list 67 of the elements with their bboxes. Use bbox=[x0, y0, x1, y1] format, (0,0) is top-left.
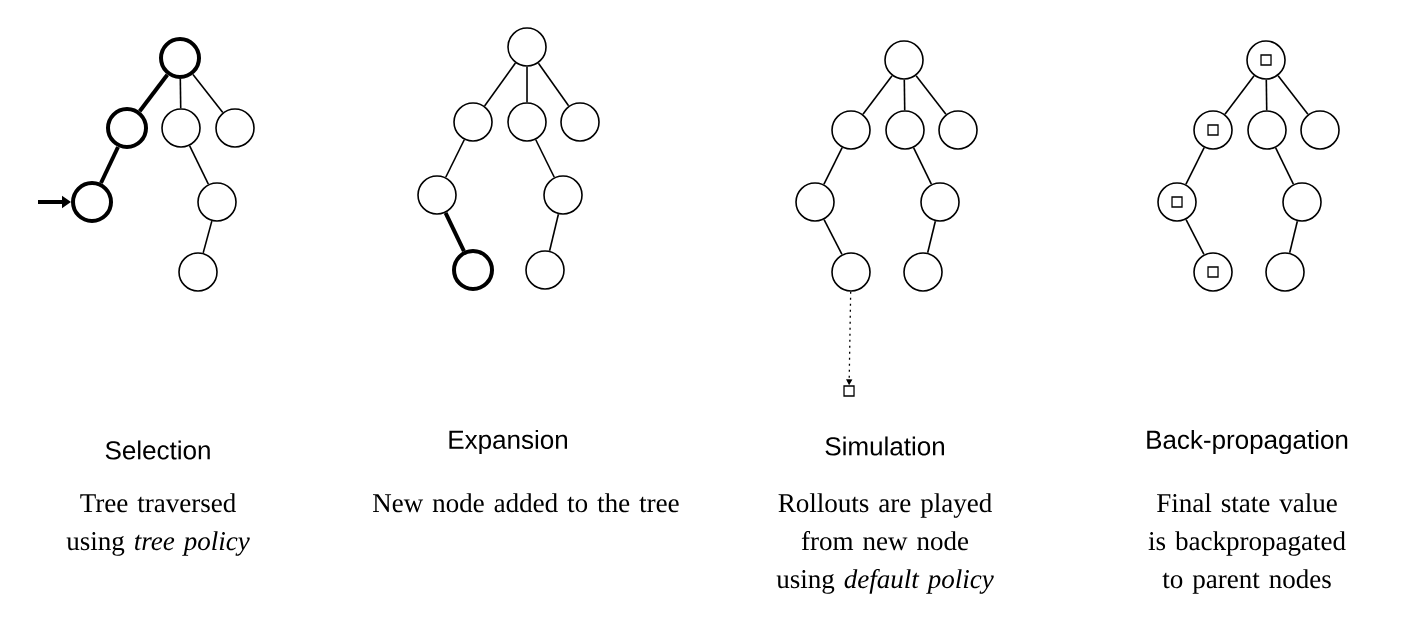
tree-node bbox=[903, 252, 943, 292]
tree-edge bbox=[1185, 146, 1205, 186]
tree-edge bbox=[823, 218, 843, 256]
tree-node bbox=[197, 182, 237, 222]
result-square bbox=[843, 385, 855, 397]
tree-edge bbox=[537, 62, 570, 107]
tree-node bbox=[507, 102, 547, 142]
tree-node bbox=[1246, 40, 1286, 80]
step-description: Tree traversed using tree policy bbox=[66, 493, 250, 556]
tree-node bbox=[1247, 110, 1287, 150]
tree-edge bbox=[1288, 220, 1299, 254]
tree-edge bbox=[192, 73, 224, 114]
step-description: New node added to the tree bbox=[373, 493, 679, 513]
tree-edge bbox=[99, 146, 120, 184]
tree-edge bbox=[903, 79, 906, 111]
tree-node bbox=[1157, 182, 1197, 222]
step-description: Rollouts are played from new node using default policy bbox=[776, 493, 994, 594]
tree-node bbox=[543, 175, 583, 215]
tree-edge bbox=[483, 62, 517, 107]
tree-node bbox=[453, 102, 493, 142]
tree-node bbox=[417, 175, 457, 215]
tree-node bbox=[1282, 182, 1322, 222]
tree-node bbox=[161, 108, 201, 148]
tree-edge bbox=[188, 145, 210, 185]
tree-edge bbox=[926, 220, 937, 254]
tree-edge bbox=[823, 146, 843, 186]
tree-edge bbox=[1277, 74, 1309, 116]
tree-node bbox=[831, 110, 871, 150]
step-description: Final state value is backpropagated to parent nodes bbox=[1148, 493, 1346, 594]
tree-node bbox=[884, 40, 924, 80]
tree-edge bbox=[444, 138, 466, 179]
step-heading: Simulation bbox=[825, 436, 944, 456]
tree-edge bbox=[912, 147, 933, 185]
tree-node bbox=[1193, 110, 1233, 150]
tree-node bbox=[452, 249, 494, 291]
tree-node bbox=[1193, 252, 1233, 292]
tree-edge bbox=[1224, 75, 1255, 115]
tree-edge bbox=[443, 212, 466, 252]
tree-edge bbox=[202, 220, 213, 254]
tree-node bbox=[525, 250, 565, 290]
tree-node bbox=[71, 181, 113, 223]
tree-node bbox=[106, 107, 148, 149]
tree-node bbox=[938, 110, 978, 150]
tree-node bbox=[507, 27, 547, 67]
tree-edge bbox=[1265, 79, 1268, 111]
tree-edge bbox=[915, 74, 947, 116]
tree-node bbox=[831, 252, 871, 292]
tree-node bbox=[215, 108, 255, 148]
tree-node bbox=[560, 102, 600, 142]
tree-edge bbox=[1185, 218, 1205, 256]
step-heading: Expansion bbox=[449, 429, 567, 455]
tree-node bbox=[885, 110, 925, 150]
tree-node bbox=[1265, 252, 1305, 292]
tree-edge bbox=[862, 75, 893, 115]
step-heading: Selection bbox=[105, 440, 210, 460]
tree-edge bbox=[138, 73, 169, 113]
tree-node bbox=[795, 182, 835, 222]
tree-edge bbox=[179, 78, 182, 109]
tree-node bbox=[1300, 110, 1340, 150]
tree-edge bbox=[548, 213, 560, 252]
tree-edge bbox=[534, 138, 556, 179]
tree-edge bbox=[1274, 147, 1295, 185]
tree-node bbox=[920, 182, 960, 222]
step-heading: Back-propagation bbox=[1147, 429, 1348, 455]
tree-edge bbox=[526, 66, 528, 103]
tree-node bbox=[178, 252, 218, 292]
tree-node bbox=[159, 37, 201, 79]
